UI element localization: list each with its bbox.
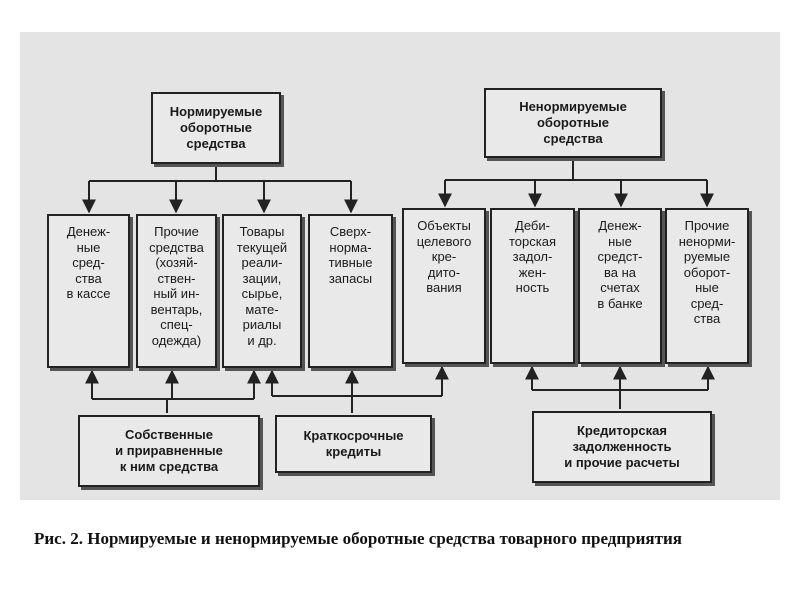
box-bank-funds-label: Денеж- ные средст- ва на счетах в банке [597,218,643,311]
box-cash-in-hand: Денеж- ные сред- ства в кассе [47,214,130,368]
box-excess-stock-label: Сверх- норма- тивные запасы [328,224,373,286]
box-short-term-credits-label: Краткосрочные кредиты [303,428,404,459]
box-other-non-normed-label: Прочие ненорми- руемые оборот- ные сред-… [678,218,736,326]
box-payables-label: Кредиторская задолженность и прочие расч… [564,423,680,470]
box-other-non-normed: Прочие ненорми- руемые оборот- ные сред-… [665,208,749,364]
box-bank-funds: Денеж- ные средст- ва на счетах в банке [578,208,662,364]
box-receivables: Деби- торская задол- жен- ность [490,208,575,364]
box-payables: Кредиторская задолженность и прочие расч… [532,411,712,483]
box-non-normed-assets: Ненормируемые оборотные средства [484,88,662,158]
box-other-funds-label: Прочие средства (хозяй- ствен- ный ин- в… [149,224,204,348]
box-goods-label: Товары текущей реали- зации, сырье, мате… [236,224,288,348]
box-other-funds: Прочие средства (хозяй- ствен- ный ин- в… [136,214,217,368]
figure-caption: Рис. 2. Нормируемые и ненормируемые обор… [34,529,682,548]
box-goods: Товары текущей реали- зации, сырье, мате… [222,214,302,368]
box-non-normed-assets-label: Ненормируемые оборотные средства [519,99,627,146]
box-excess-stock: Сверх- норма- тивные запасы [308,214,393,368]
box-cash-in-hand-label: Денеж- ные сред- ства в кассе [66,224,111,301]
box-normed-assets: Нормируемые оборотные средства [151,92,281,164]
box-own-funds: Собственные и приравненные к ним средств… [78,415,260,487]
box-receivables-label: Деби- торская задол- жен- ность [508,218,556,295]
box-normed-assets-label: Нормируемые оборотные средства [169,104,263,151]
box-target-credit-objects-label: Объекты целевого кре- дито- вания [416,218,472,295]
box-target-credit-objects: Объекты целевого кре- дито- вания [402,208,486,364]
box-own-funds-label: Собственные и приравненные к ним средств… [115,427,223,474]
box-short-term-credits: Краткосрочные кредиты [275,415,432,473]
